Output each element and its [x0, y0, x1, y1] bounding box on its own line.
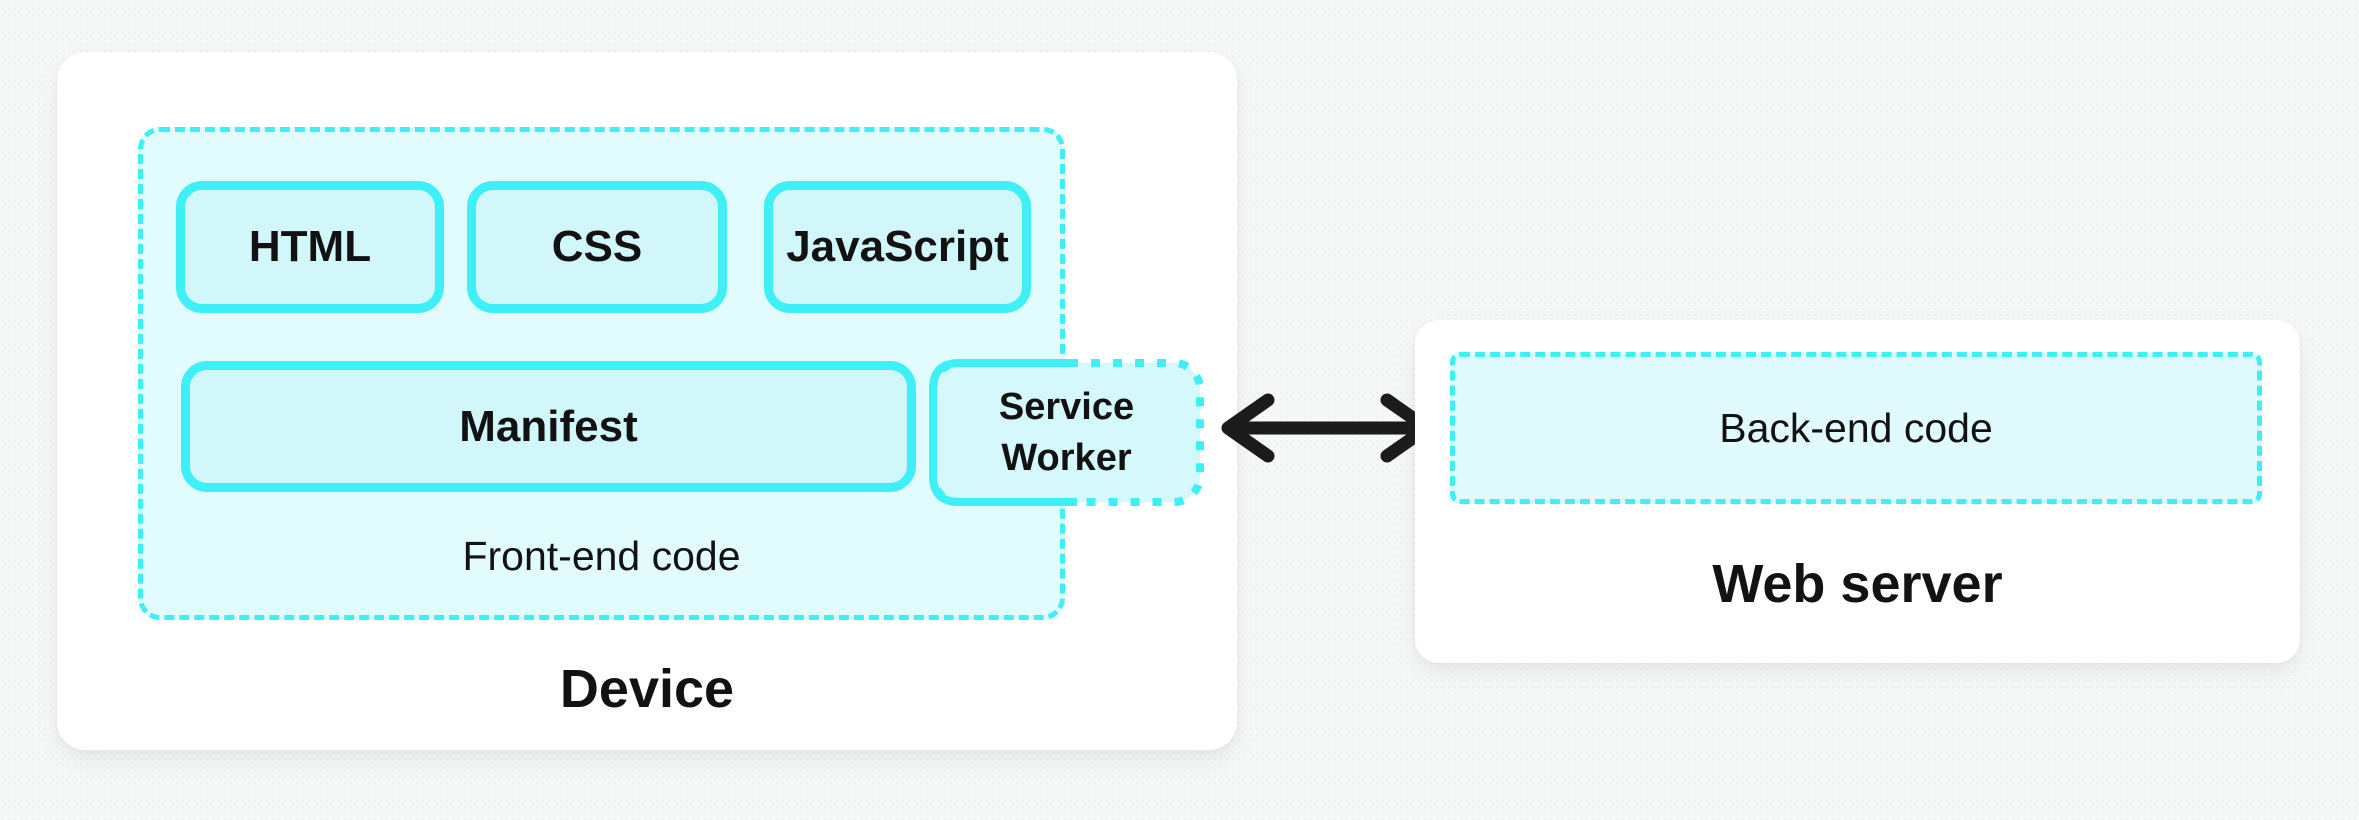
html-box-label: HTML	[248, 222, 372, 271]
manifest-box-label: Manifest	[459, 401, 638, 451]
backend-code-box: Back-end code	[1450, 352, 2262, 504]
service-worker-label: Service Worker	[937, 367, 1196, 498]
javascript-box: JavaScript	[764, 181, 1031, 313]
css-box-label: CSS	[551, 222, 643, 271]
service-worker-label-line2: Worker	[1001, 436, 1132, 479]
web-server-label: Web server	[1712, 554, 2003, 614]
device-card: HTML CSS JavaScript Manifest Front-end c…	[57, 52, 1237, 750]
web-server-card: Back-end code Web server	[1415, 320, 2300, 663]
bidirectional-arrow-icon	[1221, 393, 1434, 463]
service-worker-box: Service Worker	[929, 359, 1204, 506]
css-box: CSS	[467, 181, 727, 313]
service-worker-border	[929, 359, 1204, 506]
frontend-code-container: HTML CSS JavaScript Manifest Front-end c…	[138, 127, 1065, 620]
service-worker-label-line1: Service	[998, 386, 1135, 429]
javascript-box-label: JavaScript	[786, 222, 1009, 271]
manifest-box: Manifest	[181, 361, 916, 492]
html-box: HTML	[176, 181, 444, 313]
backend-code-label: Back-end code	[1719, 404, 1993, 451]
frontend-code-label: Front-end code	[462, 533, 741, 579]
device-label: Device	[559, 659, 735, 719]
